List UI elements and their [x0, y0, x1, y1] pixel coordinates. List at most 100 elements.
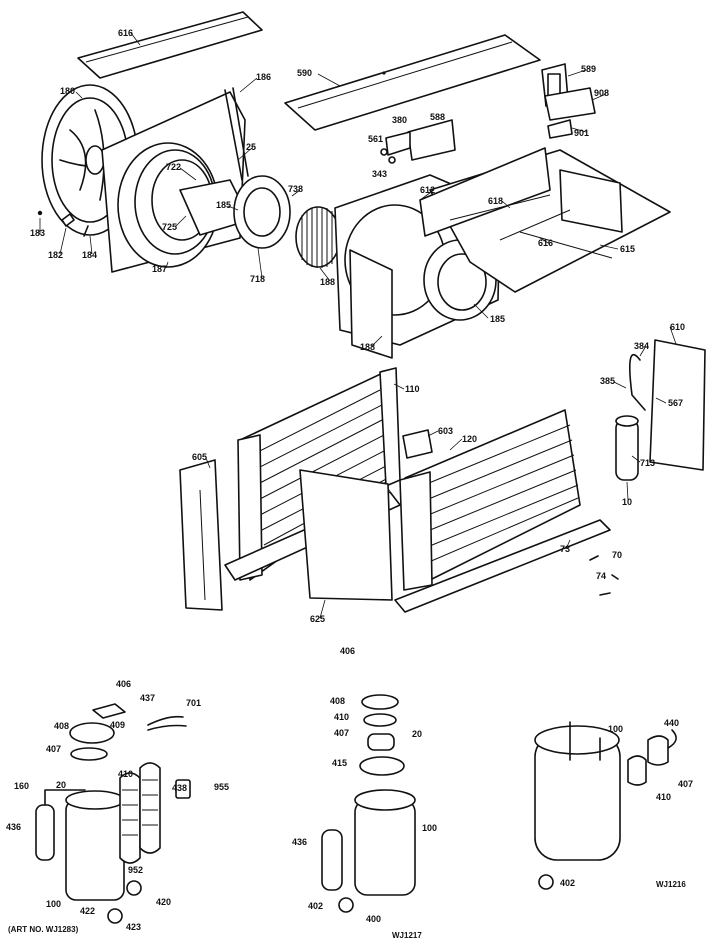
label-615: 615 — [620, 244, 635, 254]
label-402-right: 402 — [560, 878, 575, 888]
label-407-right: 407 — [678, 779, 693, 789]
blower-wheel-188 — [295, 206, 341, 268]
label-74: 74 — [596, 571, 606, 581]
label-73: 73 — [560, 544, 570, 554]
label-409: 409 — [110, 720, 125, 730]
label-408-mid: 408 — [330, 696, 345, 706]
label-437: 437 — [140, 693, 155, 703]
drain-parts-70-73-74 — [589, 555, 619, 596]
label-20-left: 20 — [56, 780, 66, 790]
label-420: 420 — [156, 897, 171, 907]
label-718: 718 — [250, 274, 265, 284]
label-422: 422 — [80, 906, 95, 916]
caption-wj1217: WJ1217 — [392, 931, 422, 940]
label-70: 70 — [612, 550, 622, 560]
label-616: 616 — [118, 28, 133, 38]
label-713: 713 — [640, 458, 655, 468]
label-182: 182 — [48, 250, 63, 260]
label-188-bottom: 188 — [360, 342, 375, 352]
label-952: 952 — [128, 865, 143, 875]
part-number-labels: 616 590 589 908 901 180 186 25 722 725 1… — [6, 28, 693, 932]
label-410-right: 410 — [656, 792, 671, 802]
leader-lines — [39, 32, 677, 619]
label-590: 590 — [297, 68, 312, 78]
label-385: 385 — [600, 376, 615, 386]
fan-hardware-182-183-184 — [37, 210, 89, 237]
label-436-mid: 436 — [292, 837, 307, 847]
bracket-603 — [402, 429, 433, 459]
caption-art-no: (ART NO. WJ1283) — [8, 925, 79, 934]
label-738: 738 — [288, 184, 303, 194]
label-722: 722 — [166, 162, 181, 172]
label-100-left: 100 — [46, 899, 61, 909]
label-410-mid: 410 — [334, 712, 349, 722]
label-610: 610 — [670, 322, 685, 332]
label-100-mid: 100 — [422, 823, 437, 833]
label-955: 955 — [214, 782, 229, 792]
compressor-assembly-right — [534, 721, 677, 890]
label-380: 380 — [392, 115, 407, 125]
label-406-left: 406 — [116, 679, 131, 689]
switch-parts-589-908-901 — [541, 63, 596, 139]
base-rail-625 — [224, 469, 401, 601]
label-625: 625 — [310, 614, 325, 624]
label-440: 440 — [664, 718, 679, 728]
label-188-top: 188 — [320, 277, 335, 287]
label-612: 612 — [420, 185, 435, 195]
evaporator-coil-120 — [394, 409, 611, 613]
label-415: 415 — [332, 758, 347, 768]
label-423: 423 — [126, 922, 141, 932]
label-187: 187 — [152, 264, 167, 274]
label-185-top: 185 — [216, 200, 231, 210]
label-120: 120 — [462, 434, 477, 444]
label-589: 589 — [581, 64, 596, 74]
top-cover-panel-616 — [77, 11, 263, 79]
control-box-588 — [380, 119, 456, 164]
label-701: 701 — [186, 698, 201, 708]
label-725: 725 — [162, 222, 177, 232]
label-110: 110 — [405, 384, 420, 394]
label-908: 908 — [594, 88, 609, 98]
label-400: 400 — [366, 914, 381, 924]
label-901: 901 — [574, 128, 589, 138]
label-183: 183 — [30, 228, 45, 238]
capacitor-10 — [615, 415, 639, 481]
motor-mount-185 — [179, 175, 291, 249]
label-567: 567 — [668, 398, 683, 408]
label-605: 605 — [192, 452, 207, 462]
label-160: 160 — [14, 781, 29, 791]
label-408-left: 408 — [54, 721, 69, 731]
label-180: 180 — [60, 86, 75, 96]
label-407-left: 407 — [46, 744, 61, 754]
label-561: 561 — [368, 134, 383, 144]
label-184: 184 — [82, 250, 97, 260]
label-20-mid: 20 — [412, 729, 422, 739]
label-618: 618 — [488, 196, 503, 206]
compressor-assembly-middle — [321, 694, 416, 913]
side-panel-610 — [628, 339, 706, 471]
label-410-left: 410 — [118, 769, 133, 779]
label-185-bottom: 185 — [490, 314, 505, 324]
label-588: 588 — [430, 112, 445, 122]
top-panel-590 — [284, 34, 541, 131]
label-436-left: 436 — [6, 822, 21, 832]
label-407-mid: 407 — [334, 728, 349, 738]
compressor-assembly-left — [35, 703, 191, 924]
label-186: 186 — [256, 72, 271, 82]
label-616-base: 616 — [538, 238, 553, 248]
captions: (ART NO. WJ1283) WJ1217 WJ1216 — [8, 880, 686, 940]
label-10: 10 — [622, 497, 632, 507]
base-pan-615 — [419, 147, 671, 293]
label-25: 25 — [246, 142, 256, 152]
label-603: 603 — [438, 426, 453, 436]
label-384: 384 — [634, 341, 649, 351]
caption-wj1216: WJ1216 — [656, 880, 686, 889]
label-402-mid: 402 — [308, 901, 323, 911]
side-panel-605 — [179, 459, 223, 611]
label-406-mid: 406 — [340, 646, 355, 656]
label-343: 343 — [372, 169, 387, 179]
label-438: 438 — [172, 783, 187, 793]
label-100-right: 100 — [608, 724, 623, 734]
